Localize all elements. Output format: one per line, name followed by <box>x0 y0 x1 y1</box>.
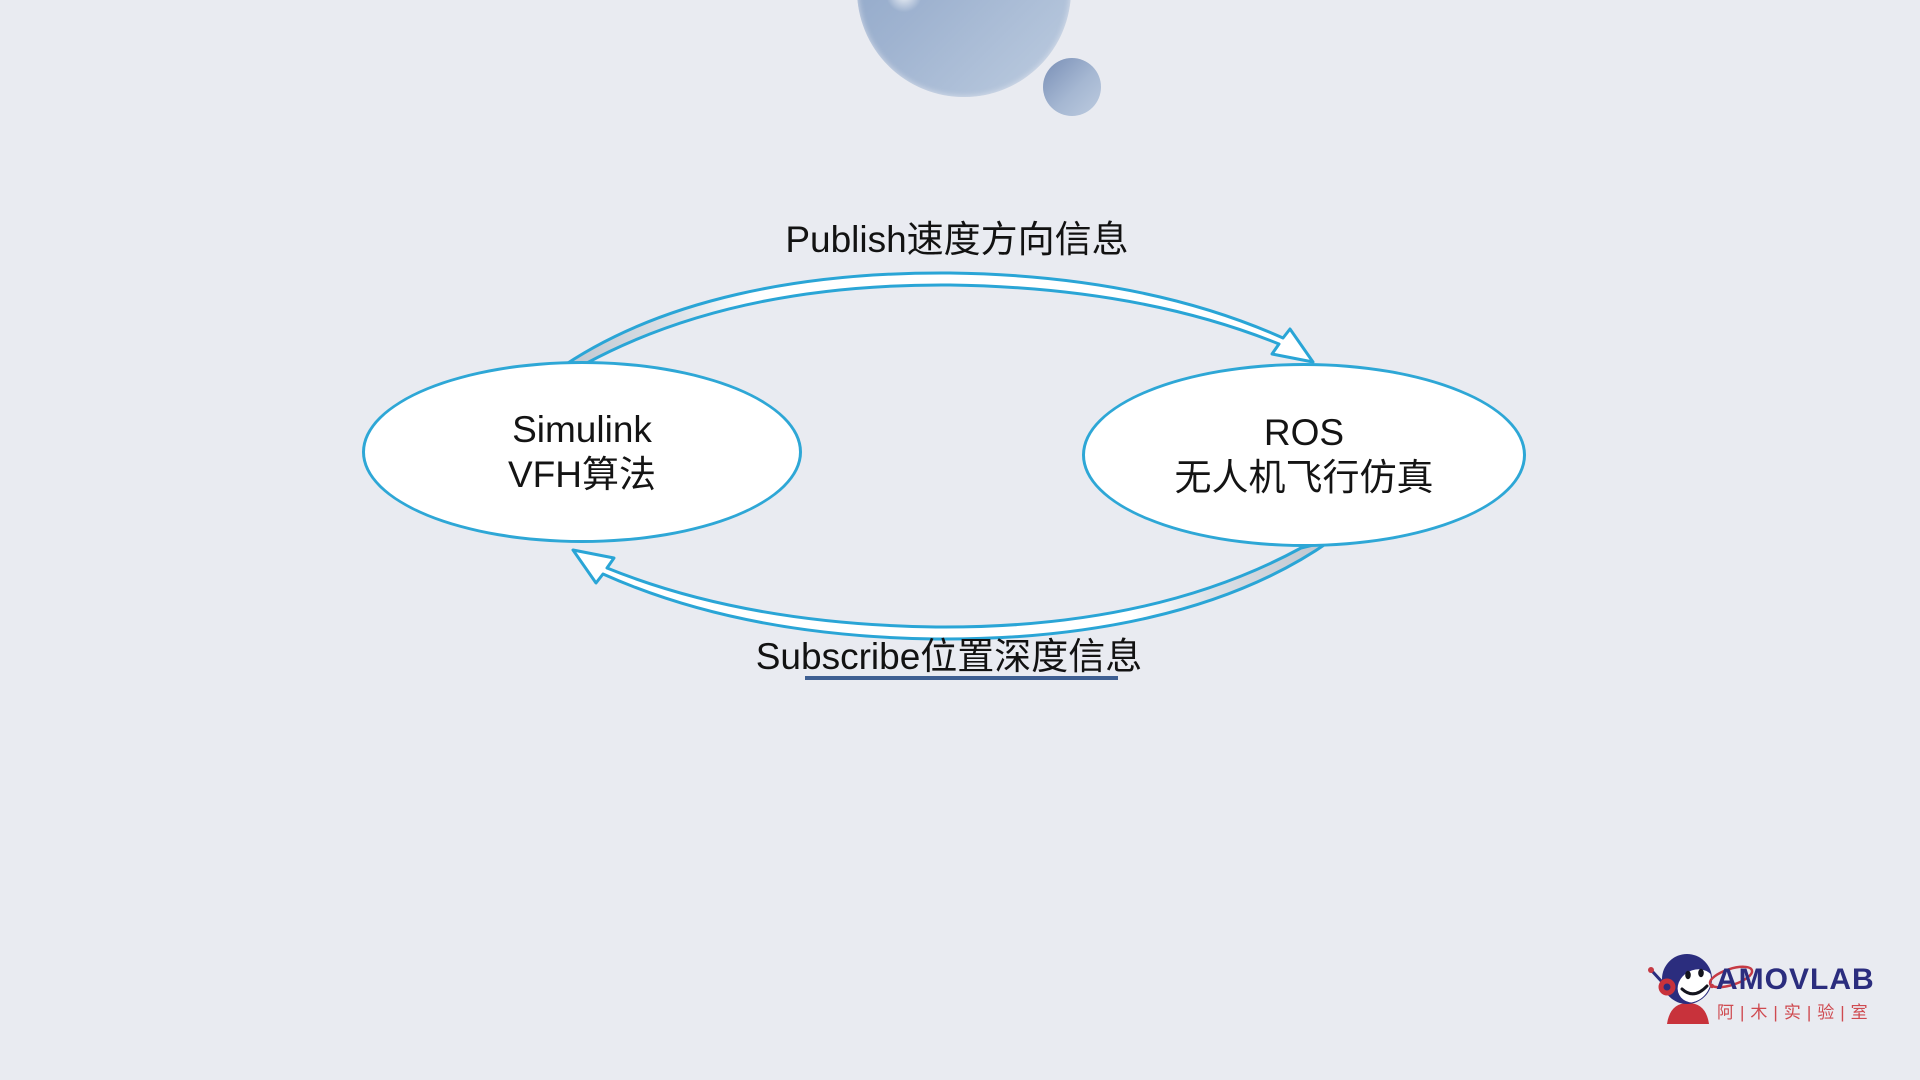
subscribe-caption: Subscribe位置深度信息 <box>755 636 1143 677</box>
subscribe-underline <box>805 676 1118 680</box>
amovlab-logo: AMOVLAB 阿|木|实|验|室 <box>1645 946 1887 1034</box>
node-simulink-line1: Simulink <box>512 409 652 450</box>
logo-subtitle-text: 阿|木|实|验|室 <box>1717 1003 1874 1022</box>
node-simulink-line2: VFH算法 <box>508 454 656 495</box>
node-ros-line2: 无人机飞行仿真 <box>1174 457 1434 498</box>
amovlab-mascot-icon <box>1648 954 1754 1024</box>
logo-brand-text: AMOVLAB <box>1716 963 1875 996</box>
decorative-sphere-small <box>1043 58 1101 116</box>
node-simulink: Simulink VFH算法 <box>362 361 802 543</box>
node-ros-line1: ROS <box>1263 412 1345 453</box>
publish-arrow <box>554 271 1315 373</box>
node-ros: ROS 无人机飞行仿真 <box>1082 363 1526 547</box>
subscribe-arrow <box>571 539 1332 641</box>
publish-caption: Publish速度方向信息 <box>785 219 1129 260</box>
